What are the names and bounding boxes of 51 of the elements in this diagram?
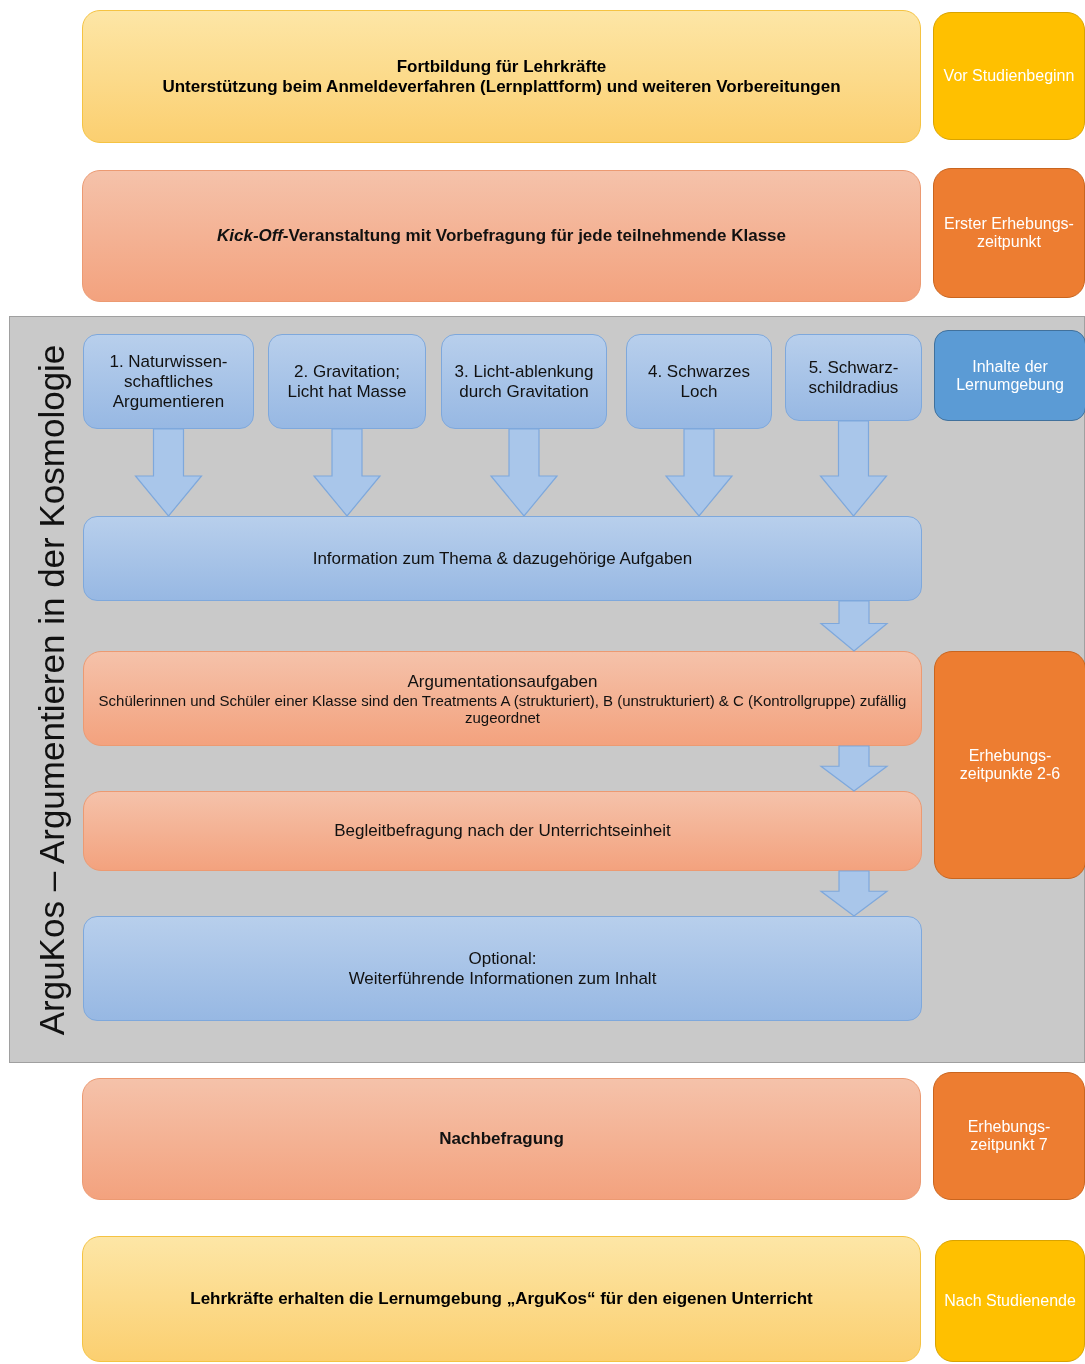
box-text: Nachbefragung — [439, 1129, 564, 1149]
phase-box — [933, 1072, 1085, 1200]
phase-box — [935, 1240, 1085, 1362]
box-subtext: Weiterführende Informationen zum Inhalt — [348, 968, 657, 989]
box-subtext: Unterstützung beim Anmeldeverfahren (Lernplattform) und weiteren Vorbereitungen — [162, 76, 841, 97]
survey-box — [83, 651, 922, 746]
block-arrow — [819, 745, 889, 792]
phase-box — [933, 168, 1085, 298]
box-text: Kick-Off-Veranstaltung mit Vorbefragung für jede teilnehmende Klasse — [217, 226, 786, 246]
block-arrow — [819, 870, 889, 917]
content-box — [83, 334, 254, 429]
box-text: Inhalte der Lernumgebung — [955, 357, 1065, 394]
block-arrow — [819, 420, 888, 517]
content-box — [626, 334, 772, 429]
survey-box — [83, 791, 922, 871]
box-text: Lehrkräfte erhalten die Lernumgebung „ArguKos“ für den eigenen Unterricht — [190, 1289, 813, 1309]
content-box — [785, 334, 922, 421]
band-title: ArguKos – Argumentieren in der Kosmologie — [32, 344, 72, 1035]
info-box — [82, 10, 921, 143]
box-text: 4. Schwarzes Loch — [646, 361, 751, 402]
group-band — [9, 316, 1085, 1063]
box-text: Argumentationsaufgaben — [407, 671, 598, 692]
box-text: 2. Gravitation; Licht hat Masse — [286, 361, 408, 402]
info-box — [82, 1236, 921, 1362]
block-arrow — [819, 600, 889, 652]
box-text: 5. Schwarz-schildradius — [807, 357, 900, 398]
phase-box — [934, 651, 1085, 879]
box-subtext: Schülerinnen und Schüler einer Klasse sind den Treatments A (strukturiert), B (unstrukturiert) & C (Kontrollgruppe) zufällig zugeordnet — [97, 691, 908, 726]
box-text: Erhebungs-zeitpunkte 2-6 — [958, 747, 1062, 783]
block-arrow — [489, 428, 559, 517]
block-arrow — [312, 428, 382, 517]
phase-box — [934, 330, 1085, 421]
box-text: Fortbildung für Lehrkräfte — [396, 56, 607, 77]
box-text: Optional: — [468, 948, 537, 969]
box-text: Information zum Thema & dazugehörige Aufgaben — [312, 548, 693, 569]
block-arrow — [664, 428, 734, 517]
box-text: Nach Studienende — [944, 1292, 1076, 1310]
box-text: Vor Studienbeginn — [943, 67, 1075, 85]
content-box — [83, 516, 922, 601]
content-box — [83, 916, 922, 1021]
box-text: 1. Naturwissen-schaftliches Argumentieren — [108, 351, 229, 412]
survey-box — [82, 170, 921, 302]
box-text: Begleitbefragung nach der Unterrichtseinheit — [334, 821, 671, 841]
box-text: Erster Erhebungs-zeitpunkt — [943, 215, 1075, 251]
box-text: 3. Licht-ablenkung durch Gravitation — [453, 361, 595, 402]
content-box — [268, 334, 426, 429]
box-text: Erhebungs-zeitpunkt 7 — [966, 1118, 1052, 1154]
phase-box — [933, 12, 1085, 140]
content-box — [441, 334, 607, 429]
survey-box — [82, 1078, 921, 1200]
block-arrow — [134, 428, 203, 517]
